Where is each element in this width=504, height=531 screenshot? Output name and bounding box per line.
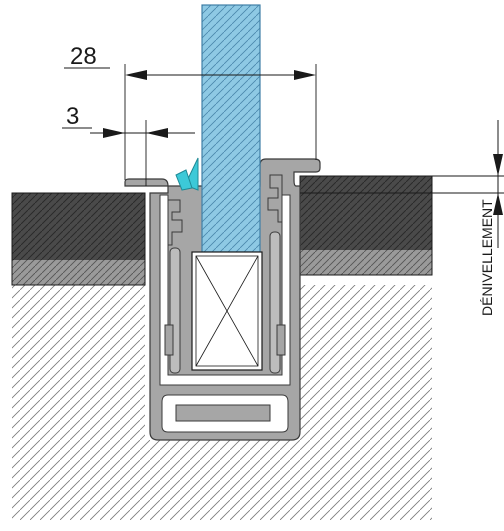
dimension-3: 3 xyxy=(62,103,195,186)
concrete-slab xyxy=(12,285,432,520)
dimension-3-label: 3 xyxy=(66,103,79,130)
dimension-level-difference: DÉNIVELLEMENT xyxy=(300,120,504,316)
glass-panel xyxy=(201,4,261,253)
floor-finish xyxy=(11,175,433,286)
dimension-28-label: 28 xyxy=(70,43,97,70)
dimension-28: 28 xyxy=(64,43,317,180)
gasket-wedge xyxy=(175,157,199,191)
level-difference-label: DÉNIVELLEMENT xyxy=(479,199,495,316)
setting-block xyxy=(191,251,263,371)
